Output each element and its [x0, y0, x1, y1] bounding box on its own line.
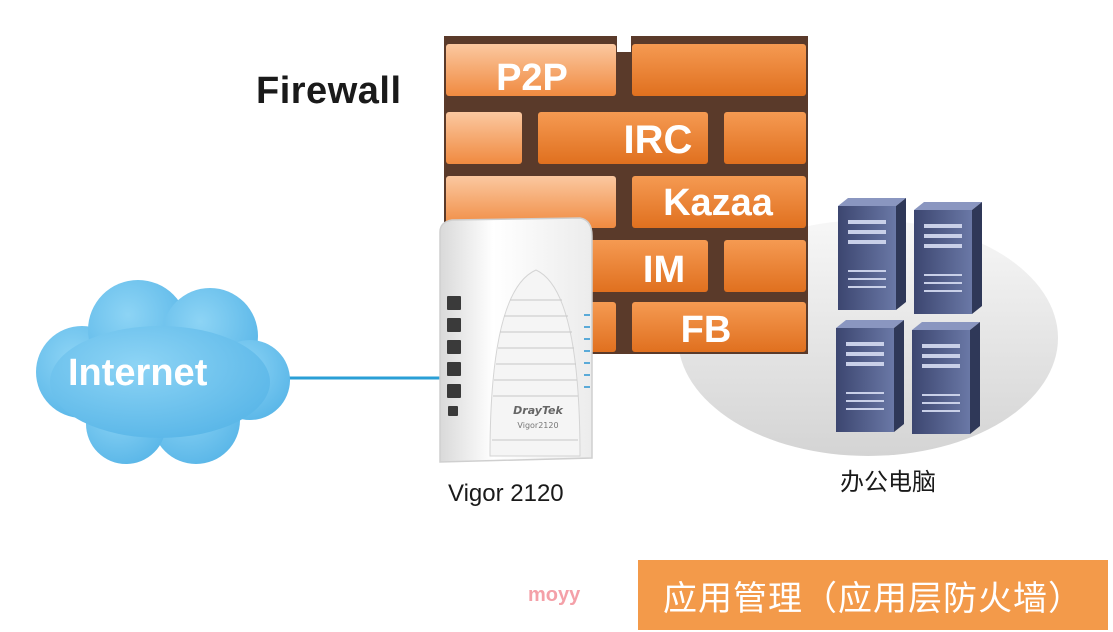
brick-label-fb: FB: [681, 309, 732, 351]
wall-notch: [617, 30, 631, 52]
router-icon: [439, 217, 593, 463]
server-icon-2: [914, 202, 982, 314]
brick-kazaa: [632, 176, 806, 228]
firewall-title: Firewall: [256, 70, 402, 112]
brick-label-p2p: P2P: [496, 57, 568, 99]
brick-irc: [538, 112, 708, 164]
router-brand-text: DrayTek: [513, 404, 563, 417]
brick-label-irc: IRC: [624, 118, 693, 162]
brick: [632, 44, 806, 96]
brick-label-im: IM: [643, 249, 685, 291]
server-icon-4: [912, 322, 980, 434]
internet-cloud-icon: [36, 280, 290, 464]
brick-p2p: [446, 44, 616, 96]
brick: [724, 112, 806, 164]
banner-text: 应用管理（应用层防火墙）: [663, 578, 1083, 619]
brick-fb: [632, 302, 806, 352]
brick: [446, 112, 522, 164]
watermark: moyy: [528, 584, 581, 606]
server-icon-1: [838, 198, 906, 310]
router-label: Vigor 2120: [448, 480, 564, 507]
brick: [724, 240, 806, 292]
server-icon-3: [836, 320, 904, 432]
application-management-banner: 应用管理（应用层防火墙）: [638, 560, 1108, 630]
internet-label: Internet: [68, 352, 208, 394]
brick-label-kazaa: Kazaa: [663, 182, 774, 224]
brick: [446, 176, 616, 228]
router-model-text: Vigor2120: [517, 421, 558, 430]
office-pc-label: 办公电脑: [840, 468, 936, 496]
